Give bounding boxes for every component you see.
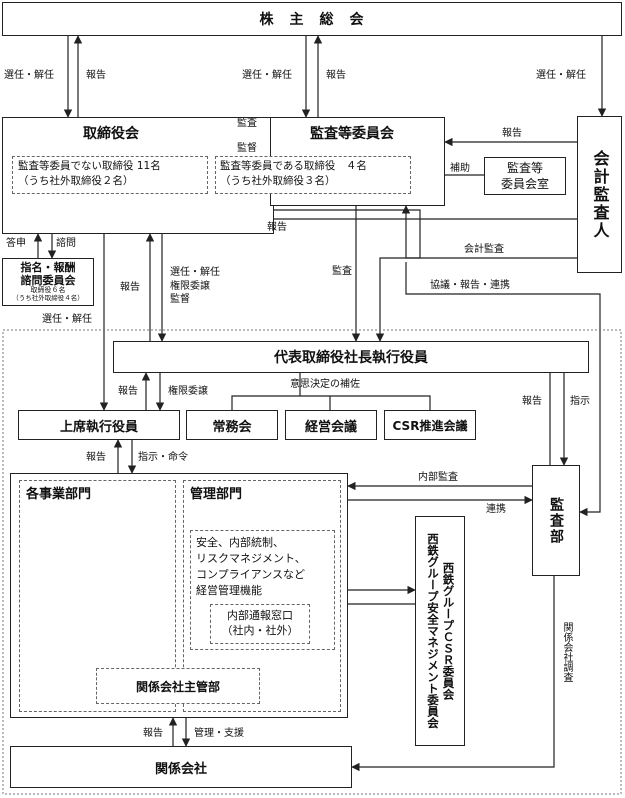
business-departments	[19, 480, 176, 712]
administration-department	[183, 480, 341, 712]
nomination-committee-label: 指名・報酬 諮問委員会	[20, 261, 76, 288]
nomination-committee-note1: 取締役６名	[30, 286, 66, 295]
label-report-9: 報告	[143, 728, 163, 739]
label-reply: 答申	[6, 238, 26, 249]
senior-executive-officers: 上席執行役員	[18, 410, 180, 440]
accounting-auditor-label: 会計監査人	[590, 149, 610, 240]
label-report-1: 報告	[86, 70, 106, 81]
nomination-remuneration-committee: 指名・報酬 諮問委員会 取締役６名 （うち社外取締役４名）	[2, 258, 94, 306]
label-internal-audit: 内部監査	[418, 472, 458, 483]
group-committees: 西鉄グループＣＳＲ委員会 西鉄グループ安全マネジメント委員会	[415, 516, 465, 746]
label-account-audit: 会計監査	[464, 244, 504, 255]
non-audit-directors-group	[12, 156, 208, 194]
president-ceo: 代表取締役社長執行役員	[113, 341, 589, 373]
label-supervise: 監督	[237, 143, 257, 154]
nomination-committee-note2: （うち社外取締役４名）	[12, 294, 84, 303]
non-audit-directors-label: 監査等委員でない取締役 11名	[18, 160, 161, 172]
label-report-6: 報告	[118, 386, 138, 397]
shareholders-meeting: 株 主 総 会	[2, 2, 622, 36]
admin-dept-label: 管理部門	[190, 487, 243, 502]
mgmt-functions-label: 安全、内部統制、 リスクマネジメント、 コンプライアンスなど 経営管理機能	[196, 536, 306, 597]
affiliate-management-dept: 関係会社主管部	[96, 668, 260, 704]
csr-meeting-label: CSR推進会議	[392, 418, 468, 433]
label-elect-dismiss-1: 選任・解任	[4, 70, 54, 81]
arrow-affiliate-survey	[351, 576, 555, 772]
bracket-decision-support	[231, 395, 431, 410]
accounting-auditor: 会計監査人	[577, 116, 622, 273]
business-depts-label: 各事業部門	[26, 487, 92, 502]
board-title: 取締役会	[83, 126, 139, 142]
label-elect-dismiss-4: 選任・解任	[42, 314, 92, 325]
senior-officers-label: 上席執行役員	[59, 419, 138, 435]
execution-area-border	[2, 329, 622, 795]
management-meeting-label: 経営会議	[304, 419, 357, 435]
label-elect-delegate-supervise: 選任・解任 権限委譲 監督	[170, 267, 220, 305]
management-meeting: 経営会議	[285, 410, 377, 440]
label-audit-2: 監査	[332, 266, 352, 277]
audit-members-group	[215, 156, 411, 194]
arrow-consult-link	[405, 262, 601, 517]
managing-directors-meeting: 常務会	[186, 410, 278, 440]
label-elect-dismiss-2: 選任・解任	[242, 70, 292, 81]
ceo-label: 代表取締役社長執行役員	[274, 350, 428, 366]
label-report-2: 報告	[326, 70, 346, 81]
audit-dept-label: 監査部	[548, 496, 564, 545]
affiliates-label: 関係会社	[154, 761, 207, 777]
audit-members-sub: （うち社外取締役３名）	[220, 175, 336, 187]
whistleblower-label: 内部通報窓口 （社内・社外）	[221, 609, 299, 637]
shareholders-label: 株 主 総 会	[259, 12, 365, 28]
audit-committee-title: 監査等委員会	[310, 126, 394, 142]
affiliated-companies: 関係会社	[10, 746, 352, 788]
group-committees-label: 西鉄グループＣＳＲ委員会 西鉄グループ安全マネジメント委員会	[426, 533, 456, 729]
label-report-5: 報告	[120, 282, 140, 293]
label-assist: 補助	[450, 163, 470, 174]
audit-members-label: 監査等委員である取締役 ４名	[220, 160, 367, 172]
audit-office-label: 監査等 委員会室	[500, 160, 549, 191]
label-audit-1: 監査	[237, 118, 257, 129]
label-elect-dismiss-3: 選任・解任	[536, 70, 586, 81]
label-instruct: 指示	[570, 396, 590, 407]
csr-promotion-meeting: CSR推進会議	[384, 410, 476, 440]
label-delegate: 権限委譲	[168, 386, 208, 397]
label-decision-support: 意思決定の補佐	[290, 379, 360, 390]
affiliate-mgmt-label: 関係会社主管部	[135, 679, 220, 694]
non-audit-directors-sub: （うち社外取締役２名）	[18, 175, 134, 187]
label-manage-support: 管理・支援	[194, 728, 244, 739]
managing-meeting-label: 常務会	[212, 419, 252, 435]
management-functions	[190, 530, 335, 650]
label-report-7: 報告	[522, 396, 542, 407]
label-instruct-order: 指示・命令	[138, 452, 188, 463]
label-report-3: 報告	[502, 128, 522, 139]
audit-department: 監査部	[532, 465, 580, 576]
label-inquire: 諮問	[56, 238, 76, 249]
whistleblower-desk: 内部通報窓口 （社内・社外）	[210, 604, 310, 644]
label-link: 連携	[486, 504, 506, 515]
label-affiliate-survey: 関係会社調査	[561, 622, 572, 682]
label-report-4: 報告	[267, 222, 287, 233]
label-consult-report-link: 協議・報告・連携	[430, 280, 510, 291]
label-report-8: 報告	[86, 452, 106, 463]
audit-committee-office: 監査等 委員会室	[484, 157, 566, 195]
